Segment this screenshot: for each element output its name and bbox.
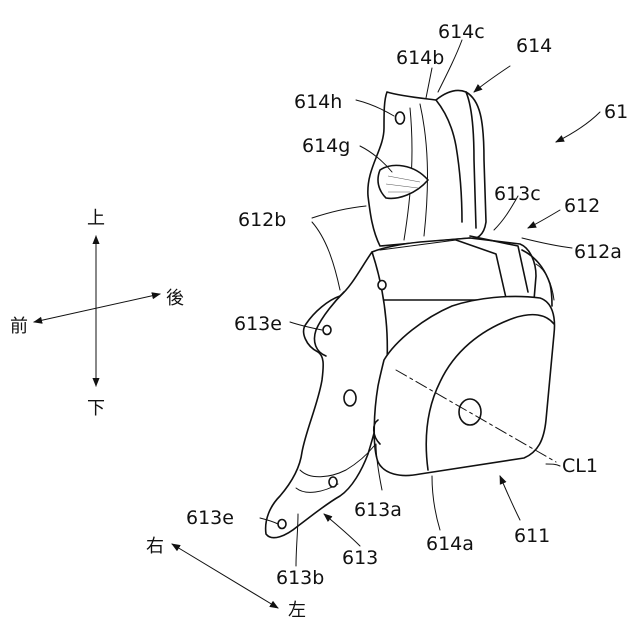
- label-614c: 614c: [438, 21, 485, 43]
- direction-labels: 上 下 前 後 右 左: [10, 208, 306, 621]
- label-613: 613: [342, 547, 378, 569]
- label-614a: 614a: [426, 533, 474, 555]
- label-613a: 613a: [354, 499, 402, 521]
- label-figure-61: 61: [604, 101, 628, 123]
- direction-front: 前: [10, 316, 28, 337]
- label-612b: 612b: [238, 209, 286, 231]
- label-613e-top: 613e: [234, 313, 282, 335]
- bracket-612: [372, 236, 536, 300]
- direction-back: 後: [166, 288, 184, 309]
- label-613c: 613c: [494, 183, 541, 205]
- label-614h: 614h: [294, 91, 342, 113]
- direction-right: 右: [146, 536, 164, 557]
- label-612: 612: [564, 195, 600, 217]
- label-cl1: CL1: [562, 455, 598, 477]
- plate-613: [266, 252, 388, 538]
- label-613e-bottom: 613e: [186, 507, 234, 529]
- label-614: 614: [516, 35, 552, 57]
- direction-up: 上: [87, 208, 105, 229]
- label-612a: 612a: [574, 241, 622, 263]
- direction-left: 左: [288, 600, 306, 621]
- upper-member-614: [368, 90, 486, 246]
- label-611: 611: [514, 525, 550, 547]
- label-614b: 614b: [396, 47, 444, 69]
- label-614g: 614g: [302, 135, 350, 157]
- direction-down: 下: [87, 398, 105, 419]
- label-613b: 613b: [276, 567, 324, 589]
